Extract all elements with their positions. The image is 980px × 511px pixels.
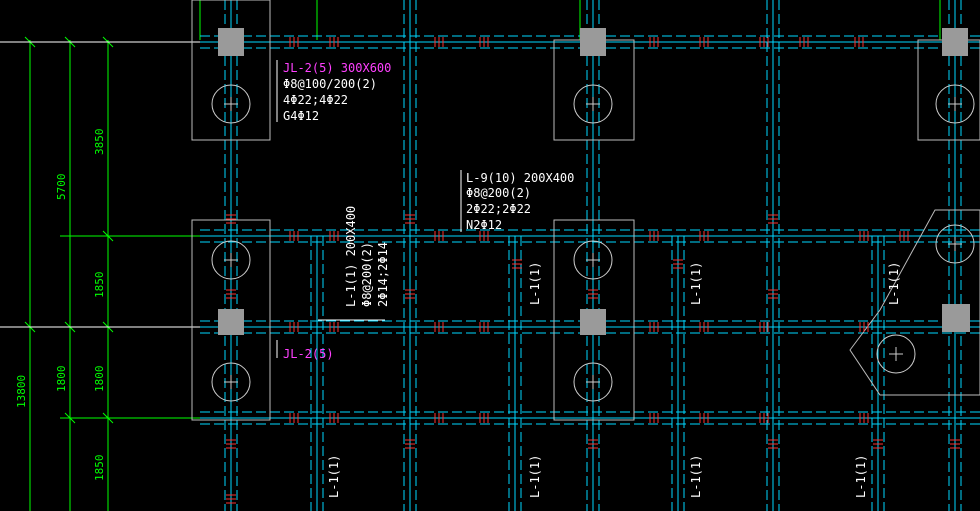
dim-1800-b: 1800 (93, 366, 106, 393)
dim-13800: 13800 (15, 375, 28, 408)
l1-label-g: L-1(1) (854, 455, 868, 498)
l1-vertical-bars: 2Φ14;2Φ14 (376, 242, 390, 307)
pile-circle (573, 240, 613, 280)
pile-circle (211, 84, 251, 124)
pile-circle (876, 334, 916, 374)
l1-label-f: L-1(1) (689, 455, 703, 498)
dim-1850-b: 1850 (93, 455, 106, 482)
pile-circle (573, 362, 613, 402)
l1-label-d: L-1(1) (327, 455, 341, 498)
pile-circle (573, 84, 613, 124)
pile-circle (211, 362, 251, 402)
l1-vertical-title: L-1(1) 200X400 (344, 206, 358, 307)
pile-circle (935, 84, 975, 124)
jl2-label-stirrup: Φ8@100/200(2) (283, 77, 377, 91)
l9-label-side-bars: N2Φ12 (466, 218, 502, 232)
dimension-lines (0, 0, 941, 511)
l1-label-a: L-1(1) (528, 262, 542, 305)
l9-label-stirrup: Φ8@200(2) (466, 186, 531, 200)
jl2-short-label: JL-2(5) (283, 347, 334, 361)
l1-label-b: L-1(1) (689, 262, 703, 305)
dim-1850-a: 1850 (93, 272, 106, 299)
rebar-marks (226, 37, 960, 504)
dim-5700: 5700 (55, 174, 68, 201)
pile-circles (211, 84, 975, 402)
l1-label-c: L-1(1) (887, 262, 901, 305)
jl2-label-main-bars: 4Φ22;4Φ22 (283, 93, 348, 107)
l9-label-main-bars: 2Φ22;2Φ22 (466, 202, 531, 216)
pile-circle (935, 224, 975, 264)
jl2-label-title: JL-2(5) 300X600 (283, 61, 391, 75)
jl2-label-side-bars: G4Φ12 (283, 109, 319, 123)
l1-vertical-stirrup: Φ8@200(2) (360, 242, 374, 307)
pile-circle (211, 240, 251, 280)
dim-1800-a: 1800 (55, 366, 68, 393)
dim-3850: 3850 (93, 129, 106, 156)
l9-label-title: L-9(10) 200X400 (466, 171, 574, 185)
columns (218, 28, 970, 335)
l1-label-e: L-1(1) (528, 455, 542, 498)
leader-lines (276, 60, 462, 358)
footing-outlines (191, 0, 980, 421)
